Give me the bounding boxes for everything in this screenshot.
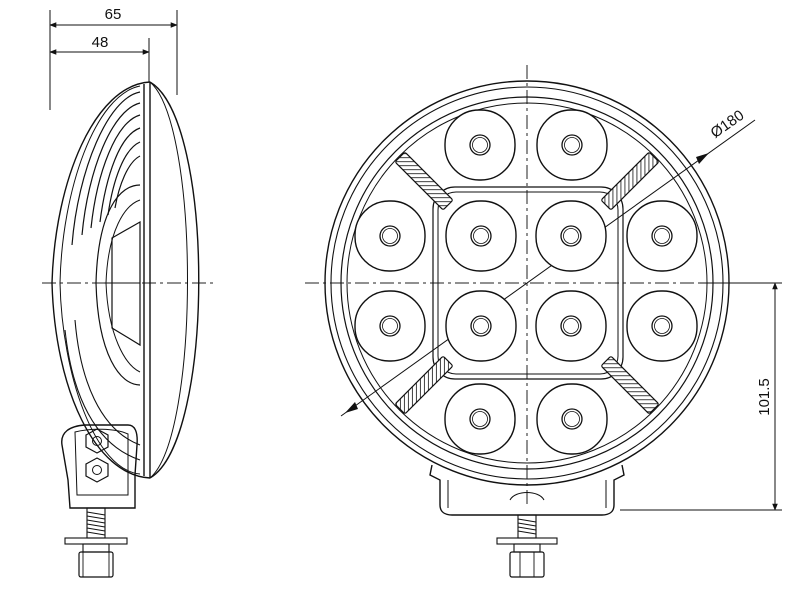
led-lens-icon <box>444 109 516 181</box>
led-array <box>354 109 698 455</box>
dimension-48-label: 48 <box>92 34 109 51</box>
fin-3 <box>90 114 141 229</box>
fin-5 <box>107 141 141 216</box>
lens-dome-inner <box>149 81 188 479</box>
fin-low-1 <box>74 319 141 446</box>
led-lens-icon <box>535 200 607 272</box>
housing-outline <box>51 81 151 479</box>
dimension-101-5-label: 101.5 <box>756 378 773 416</box>
fin-4 <box>99 127 141 223</box>
front-view <box>305 65 782 578</box>
fin-2 <box>81 102 141 236</box>
led-lens-icon <box>626 200 698 272</box>
center-square-inner <box>437 191 619 375</box>
mount-bracket <box>61 424 138 509</box>
dimension-65-label: 65 <box>105 6 122 23</box>
bolt-icon <box>85 428 109 483</box>
inner-window-outline <box>95 184 141 386</box>
hatched-strip-icon <box>601 356 659 414</box>
hatched-strip-icon <box>601 152 659 210</box>
inner-panel <box>111 220 141 347</box>
side-view <box>42 10 215 578</box>
bracket-face <box>74 428 129 496</box>
led-lens-icon <box>536 383 608 455</box>
diameter-leader-line <box>340 119 756 417</box>
led-lens-icon <box>626 290 698 362</box>
diameter-arrow-right <box>696 153 709 164</box>
hatched-strip-icon <box>395 152 453 210</box>
mount-stud-side <box>64 507 128 578</box>
fin-low-2 <box>64 329 141 461</box>
inner-window-frame <box>105 199 141 373</box>
led-lens-icon <box>354 200 426 272</box>
diameter-label: Ø180 <box>708 107 748 142</box>
lens-dome <box>149 81 200 479</box>
fin-6 <box>114 155 141 209</box>
led-lens-icon <box>354 290 426 362</box>
led-lens-icon <box>535 290 607 362</box>
led-lens-icon <box>536 109 608 181</box>
housing-contour <box>59 85 141 475</box>
diameter-arrow-left <box>345 402 358 413</box>
led-lens-icon <box>445 290 517 362</box>
fin-1 <box>71 91 141 246</box>
led-lens-icon <box>445 200 517 272</box>
center-square <box>432 186 624 380</box>
hatched-strip-icon <box>395 356 453 414</box>
led-lens-icon <box>444 383 516 455</box>
front-mount-boss <box>509 492 545 501</box>
mount-stud-front <box>496 514 558 578</box>
position-light-strips <box>395 152 659 414</box>
